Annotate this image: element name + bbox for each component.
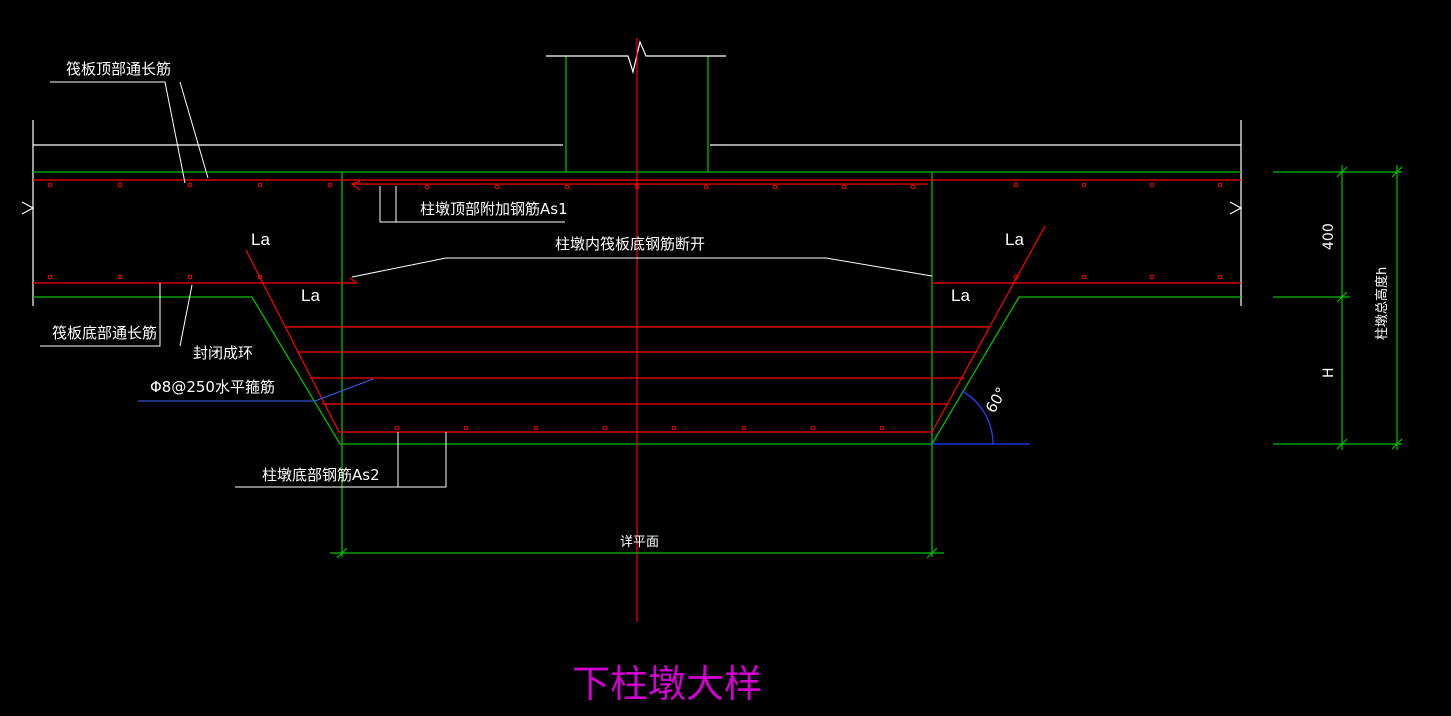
rebar-dot [741,425,747,431]
rebar-dot [117,182,123,188]
rebar-dot [671,425,677,431]
raft-bottom-break-label: 柱墩内筏板底钢筋断开 [555,235,705,253]
dimension-400-label: 400 [1321,223,1337,250]
la-label-lower-right: La [951,286,970,305]
rebar-dot [1217,182,1223,188]
rebar-dot [1013,274,1019,280]
rebar-dot [1081,274,1087,280]
rebar-dot [1149,182,1155,188]
closed-ring-label: 封闭成环 [193,344,253,362]
rebar-dot [841,184,847,190]
rebar-dot [533,425,539,431]
stirrup-leader [138,378,374,402]
rebar-dot [910,184,916,190]
rebar-dot [602,425,608,431]
rebar-dot [47,182,53,188]
total-height-label: 柱墩总高度h [1374,267,1390,340]
rebar-dot [1081,182,1087,188]
rebar-dot [564,184,570,190]
stirrup-label: Φ8@250水平箍筋 [150,378,275,396]
rebar-dot [47,274,53,280]
pier-top-rebar-label: 柱墩顶部附加钢筋As1 [420,200,568,218]
rebar-dot [463,425,469,431]
rebar-dot [879,425,885,431]
angle-label: 60° [982,384,1011,416]
raft-bottom-rebar-label: 筏板底部通长筋 [52,324,157,342]
plan-dimension [330,547,944,559]
raft-top-rebar-label: 筏板顶部通长筋 [66,60,171,78]
rebar-dot [257,274,263,280]
drawing-title: 下柱墩大样 [572,662,762,706]
rebar-dot [187,182,193,188]
la-label-upper-left: La [251,230,270,249]
dimension-h-label: H [1321,367,1337,378]
rebar-dot [494,184,500,190]
rebar-dot [1013,182,1019,188]
rebar-dot [703,184,709,190]
rebar-dot [117,274,123,280]
pier-bottom-rebar-label: 柱墩底部钢筋As2 [262,466,380,484]
angle-marker [932,390,1030,445]
rebar-dot [394,425,400,431]
la-label-lower-left: La [301,286,320,305]
rebar-dot [327,182,333,188]
la-label-upper-right: La [1005,230,1024,249]
rebar-dot [1149,274,1155,280]
rebar-dot [424,184,430,190]
column-outline [565,56,709,172]
leader-lines [40,81,933,488]
rebar-dot [772,184,778,190]
rebar-dot [257,182,263,188]
rebar-dot [1217,274,1223,280]
plan-reference-label: 详平面 [620,535,659,550]
raft-slab-outline [21,120,1243,306]
rebar-dot [810,425,816,431]
rebar-dot [187,274,193,280]
column-cap-break [546,40,726,75]
height-dimensions [1273,165,1403,450]
